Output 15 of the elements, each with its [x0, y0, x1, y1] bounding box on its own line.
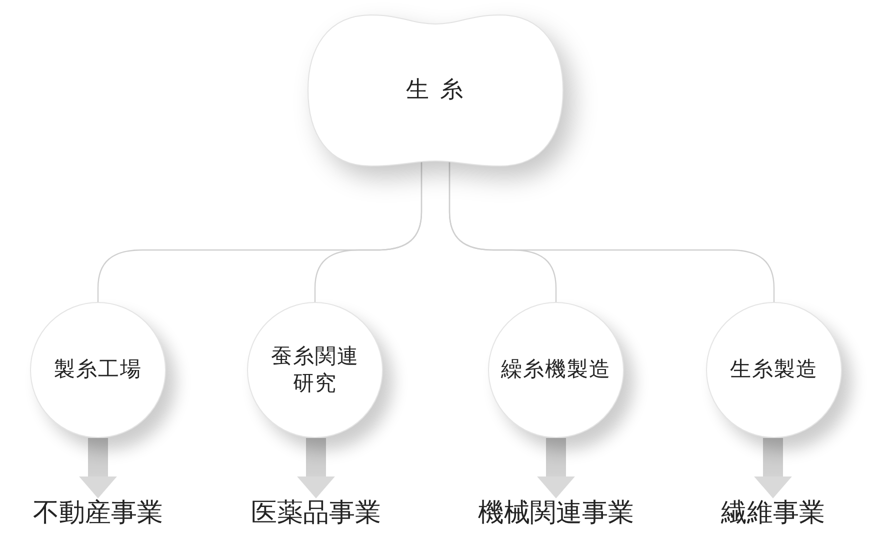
node-label: 蚕糸関連研究: [270, 342, 360, 397]
business-label: 医薬品事業: [251, 498, 381, 530]
node-label: 生 糸: [406, 76, 466, 105]
connector-line: [448, 162, 775, 302]
block-arrow: [537, 438, 575, 498]
business-label: 機械関連事業: [478, 498, 634, 530]
node-label: 製糸工場: [54, 356, 142, 384]
business-label: 繊維事業: [721, 498, 825, 530]
block-arrow: [297, 438, 335, 498]
block-arrow: [79, 438, 117, 498]
business-label: 不動産事業: [33, 498, 163, 530]
node-label: 生糸製造: [730, 356, 818, 384]
node-label: 繰糸機製造: [501, 356, 611, 384]
connector-line: [314, 162, 422, 302]
block-arrow: [754, 438, 792, 498]
